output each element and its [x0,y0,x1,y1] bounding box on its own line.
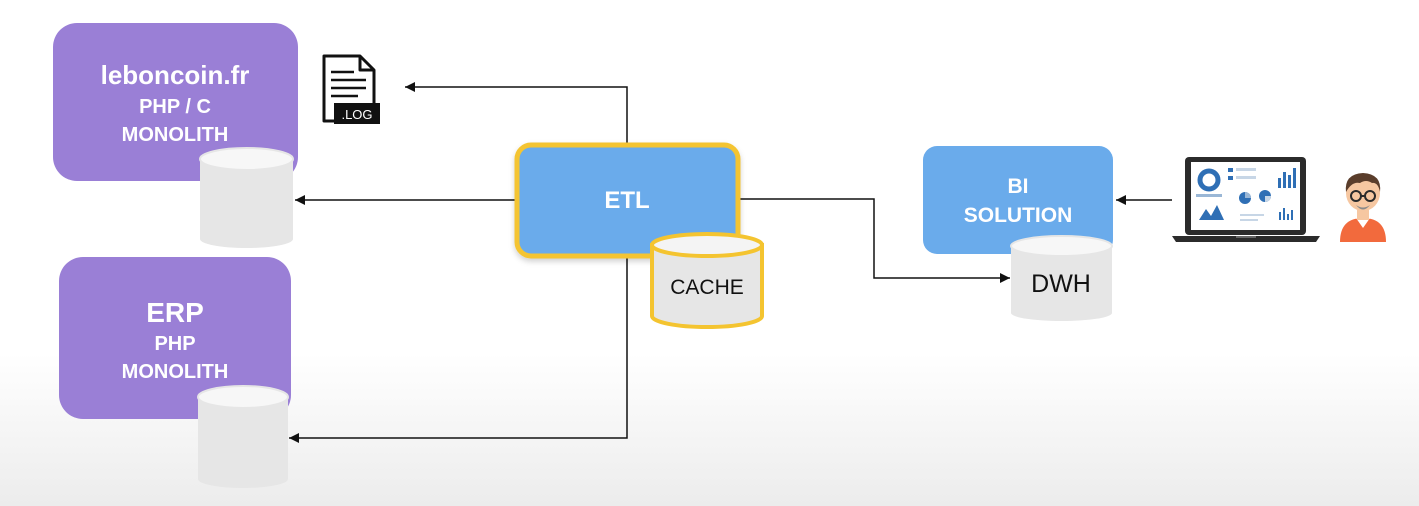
leboncoin-language: PHP / C [139,96,211,118]
etl-node: ETL [514,142,741,259]
log-file-label: .LOG [341,107,372,122]
leboncoin-box [53,23,298,181]
leboncoin-node: leboncoin.fr PHP / C MONOLITH [53,23,298,181]
cache-database: CACHE [650,232,764,329]
bi-title-line1: BI [1008,175,1029,198]
bi-node: BI SOLUTION [923,146,1113,254]
erp-language: PHP [154,333,195,355]
connectors [289,82,1172,443]
dwh-database: DWH [1010,235,1113,321]
bi-box [923,146,1113,254]
laptop-dashboard-icon [1172,157,1320,242]
erp-box [59,257,291,419]
leboncoin-title: leboncoin.fr [101,60,250,90]
dwh-label: DWH [1031,270,1091,298]
bi-title-line2: SOLUTION [964,204,1073,227]
cache-label: CACHE [670,276,744,299]
erp-architecture: MONOLITH [122,361,229,383]
erp-title: ERP [146,297,204,328]
log-file-icon: .LOG [322,54,380,124]
arrow-etl-to-erp-db [289,256,628,443]
arrow-etl-to-dwh [738,198,1010,283]
erp-database [197,385,289,488]
erp-node: ERP PHP MONOLITH [59,257,291,419]
etl-box [514,142,741,259]
user-avatar-icon [1340,173,1386,242]
leboncoin-database [199,147,294,248]
arrow-etl-to-log [405,82,628,145]
leboncoin-architecture: MONOLITH [122,124,229,146]
etl-title: ETL [604,187,649,214]
